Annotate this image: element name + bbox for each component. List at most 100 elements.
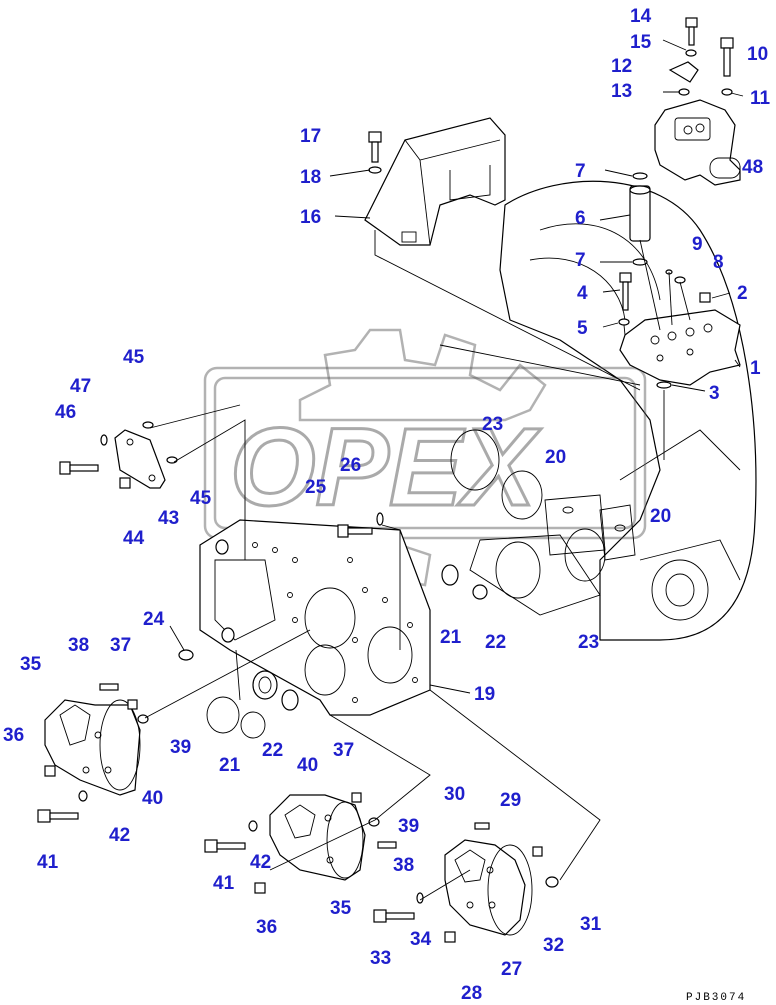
callout-24: 24 — [143, 609, 165, 630]
oil-seal-inner — [258, 676, 272, 694]
callout-39b: 39 — [398, 816, 419, 837]
callout-23b: 23 — [578, 632, 599, 653]
callout-20b: 20 — [650, 506, 671, 527]
washer-part-42a — [78, 790, 88, 802]
plug-part-36a — [44, 765, 56, 777]
ring-part-22b — [472, 584, 488, 600]
callout-38b: 38 — [393, 855, 414, 876]
callout-leaders — [169, 39, 744, 694]
callout-40a: 40 — [142, 788, 163, 809]
callout-27: 27 — [501, 959, 522, 980]
plate-part-19 — [199, 519, 431, 716]
transmission-housing — [499, 180, 757, 641]
washer-part-15 — [685, 49, 697, 57]
callout-7a: 7 — [575, 161, 586, 182]
seal-part-21b — [441, 564, 459, 586]
washer-part-26 — [376, 512, 384, 526]
callout-22a: 22 — [262, 740, 283, 761]
bolt-part-46 — [59, 461, 99, 475]
bolt-part-41a — [37, 809, 79, 823]
o-ring-part-7b — [632, 258, 648, 266]
watermark-text: OPEX — [230, 406, 541, 529]
callout-31: 31 — [580, 914, 602, 935]
drawing-code: PJB3074 — [686, 992, 746, 1004]
callout-42b: 42 — [250, 852, 271, 873]
callout-5: 5 — [577, 318, 588, 339]
bolt-part-10 — [720, 37, 734, 77]
plug-part-28 — [444, 931, 456, 943]
callout-47: 47 — [70, 376, 91, 397]
callout-45a: 45 — [123, 347, 145, 368]
o-ring-part-7a — [632, 172, 648, 180]
ring-part-31 — [545, 876, 559, 888]
plug-part-36b — [254, 882, 266, 894]
washer-part-11 — [721, 88, 733, 96]
pipe-part-6 — [629, 185, 651, 242]
bolt-part-14 — [685, 17, 698, 46]
callout-19: 19 — [474, 684, 495, 705]
callout-17: 17 — [300, 126, 321, 147]
callout-32: 32 — [543, 935, 564, 956]
pump-assembly-right — [444, 839, 533, 936]
cover-part-43 — [114, 429, 166, 489]
callout-1: 1 — [750, 358, 761, 379]
callout-40b: 40 — [297, 755, 318, 776]
gasket-part-45a — [142, 421, 154, 429]
ring-part-39a — [137, 714, 149, 724]
callout-35a: 35 — [20, 654, 42, 675]
callout-35b: 35 — [330, 898, 352, 919]
callout-21a: 21 — [219, 755, 241, 776]
callout-41a: 41 — [37, 852, 59, 873]
callout-23a: 23 — [482, 414, 503, 435]
callout-45b: 45 — [190, 488, 212, 509]
callout-26: 26 — [340, 455, 361, 476]
callout-13: 13 — [611, 81, 632, 102]
callout-21b: 21 — [440, 627, 462, 648]
callout-34: 34 — [410, 929, 432, 950]
washer-part-34 — [416, 892, 424, 904]
bolt-part-38b — [377, 841, 397, 849]
callout-39a: 39 — [170, 737, 191, 758]
callout-30: 30 — [444, 784, 465, 805]
bolt-part-33 — [373, 909, 415, 923]
callout-29: 29 — [500, 790, 521, 811]
callout-3: 3 — [709, 383, 720, 404]
plate-part-12 — [668, 61, 699, 83]
bolt-part-4 — [619, 272, 632, 311]
callout-14: 14 — [630, 6, 652, 27]
bolt-part-17 — [368, 131, 382, 163]
callout-12: 12 — [611, 56, 632, 77]
callout-36b: 36 — [256, 917, 277, 938]
cover-part-16 — [364, 117, 506, 246]
callout-2: 2 — [737, 283, 748, 304]
callout-9: 9 — [692, 234, 703, 255]
valve-part-48 — [654, 99, 741, 186]
callout-42a: 42 — [109, 825, 130, 846]
callout-4: 4 — [577, 283, 588, 304]
callout-22b: 22 — [485, 632, 506, 653]
pin-part-30 — [474, 822, 490, 830]
gasket-part-23 — [450, 429, 606, 616]
callout-44: 44 — [123, 528, 145, 549]
washer-part-42b — [248, 820, 258, 832]
oil-seal-part — [252, 670, 278, 700]
callout-16: 16 — [300, 207, 321, 228]
callout-10: 10 — [747, 44, 768, 65]
ring-part-small — [281, 689, 299, 711]
plug-part-37b — [351, 792, 362, 803]
ring-part-22a — [240, 711, 266, 739]
callout-15: 15 — [630, 32, 652, 53]
callout-38a: 38 — [68, 635, 89, 656]
bolt-part-41b — [204, 839, 246, 853]
callout-labels: 14 15 10 12 13 11 17 48 7 18 16 6 9 7 8 … — [3, 6, 771, 1004]
washer-part-5 — [618, 318, 630, 326]
plug-part-44 — [119, 477, 131, 489]
callout-6: 6 — [575, 208, 586, 229]
valve-part-1 — [619, 309, 741, 386]
seal-part-21a — [206, 696, 240, 734]
callout-43: 43 — [158, 508, 179, 529]
gasket-part-3 — [656, 381, 672, 389]
callout-25: 25 — [305, 477, 327, 498]
callout-37b: 37 — [333, 740, 354, 761]
